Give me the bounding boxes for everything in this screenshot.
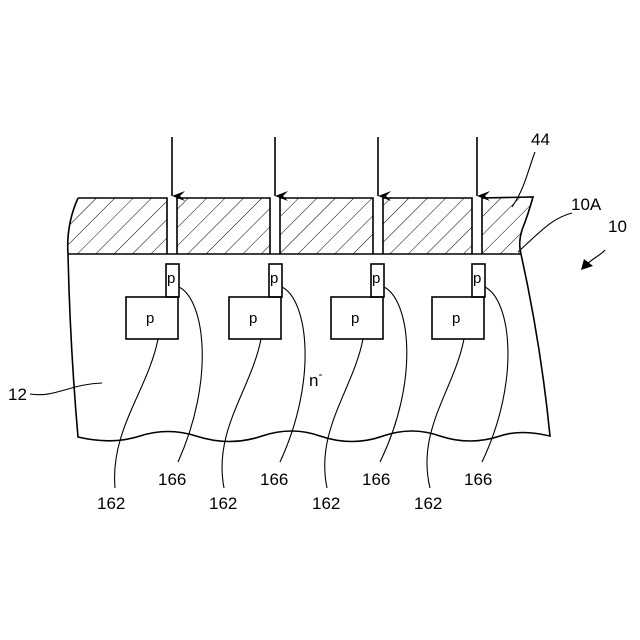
shallow-p-label: p — [167, 270, 175, 287]
label-10: 10 — [608, 217, 627, 236]
mask-segment — [280, 197, 373, 254]
label-166: 166 — [464, 470, 492, 489]
leader-166 — [280, 287, 305, 462]
label-166: 166 — [158, 470, 186, 489]
mask-segment — [383, 197, 472, 254]
label-162: 162 — [312, 494, 340, 513]
mask-layer — [60, 197, 542, 254]
shallow-p-label: p — [473, 270, 481, 287]
deep-p-label: p — [249, 310, 257, 327]
implant-arrows — [172, 137, 477, 196]
mask-segment — [60, 197, 167, 254]
deep-p-label: p — [452, 310, 460, 327]
label-44: 44 — [531, 130, 550, 149]
leader-166 — [178, 287, 202, 462]
leader-162 — [115, 339, 158, 488]
substrate-type-label: n- — [309, 367, 322, 390]
label-12: 12 — [8, 385, 27, 404]
reference-labels: 166 166 166 166 162 162 162 162 — [97, 470, 492, 513]
mask-segment — [177, 197, 270, 254]
leader-12 — [30, 383, 102, 395]
leader-162 — [325, 339, 363, 488]
label-162: 162 — [414, 494, 442, 513]
p-regions: p p p p p p p p — [126, 264, 485, 339]
mask-segment — [482, 197, 542, 254]
leader-162 — [222, 339, 261, 488]
label-10A: 10A — [571, 195, 602, 214]
label-162: 162 — [209, 494, 237, 513]
label-166: 166 — [362, 470, 390, 489]
label-166: 166 — [260, 470, 288, 489]
shallow-p-label: p — [372, 270, 380, 287]
deep-p-label: p — [146, 310, 154, 327]
leader-162 — [427, 339, 464, 488]
leader-166 — [482, 287, 508, 462]
label-162: 162 — [97, 494, 125, 513]
shallow-p-label: p — [270, 270, 278, 287]
deep-p-label: p — [351, 310, 359, 327]
